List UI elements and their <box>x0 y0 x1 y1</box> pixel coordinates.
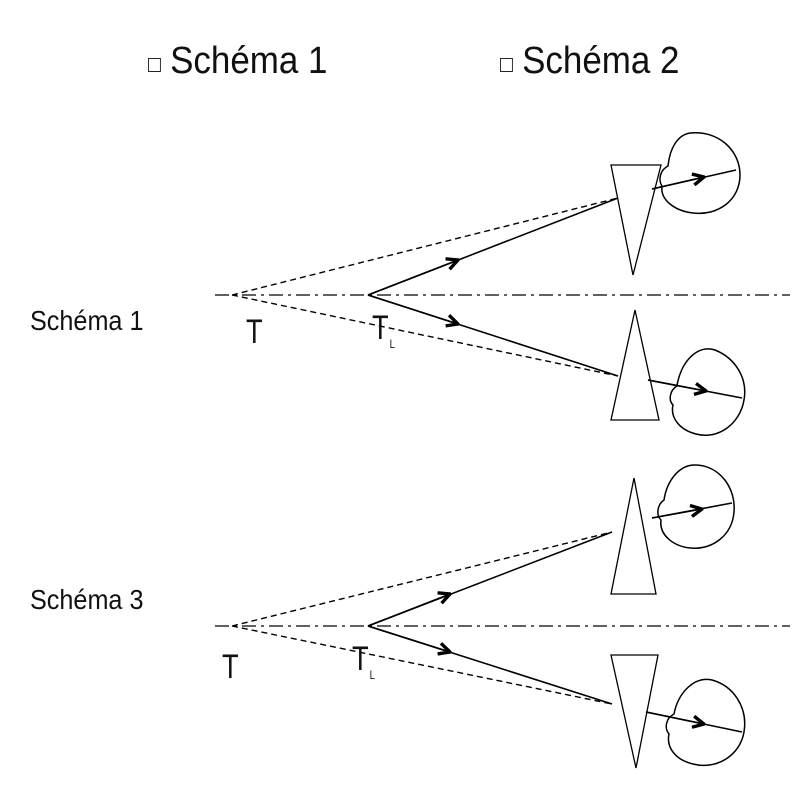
object-point-label: T <box>246 313 263 351</box>
eye-ray-top-arrow <box>651 509 702 519</box>
diagram-2-label: Schéma 3 <box>30 584 144 615</box>
image-point-subscript: L <box>389 337 395 351</box>
ray-arrow-lower <box>367 294 458 324</box>
image-point-letter: T <box>372 309 389 347</box>
eye-bottom <box>665 678 746 767</box>
eye-top <box>659 132 741 215</box>
ray-arrow-upper <box>367 260 458 296</box>
option-schema-2[interactable]: Schéma 2 <box>500 40 679 83</box>
ray-arrow-lower <box>367 625 450 652</box>
image-point-letter: T <box>352 640 369 678</box>
dashed-ray-upper <box>231 531 613 627</box>
option-schema-1[interactable]: Schéma 1 <box>148 40 327 83</box>
diagram-2 <box>215 464 790 769</box>
ray-arrow-upper <box>367 594 450 627</box>
dashed-ray-lower <box>231 625 613 705</box>
eye-ray-bottom-arrow <box>647 379 706 391</box>
prism-base-up <box>610 164 662 276</box>
dashed-ray-upper <box>231 197 619 296</box>
checkbox-icon[interactable] <box>148 57 161 72</box>
dashed-ray-lower <box>231 294 619 377</box>
eye-top <box>657 464 735 549</box>
prism-apex-down <box>610 654 659 769</box>
option-schema-1-label: Schéma 1 <box>170 40 328 82</box>
prism-base-down <box>610 309 660 421</box>
checkbox-icon[interactable] <box>500 57 513 72</box>
option-schema-2-label: Schéma 2 <box>522 40 680 82</box>
image-point-subscript: L <box>369 668 375 682</box>
prism-apex-up <box>610 477 657 595</box>
diagram-1 <box>215 132 790 436</box>
object-point-label: T <box>222 648 239 686</box>
diagram-1-label: Schéma 1 <box>30 305 144 336</box>
eye-ray-bottom-arrow <box>645 711 704 724</box>
eye-ray-top-arrow <box>651 177 704 190</box>
